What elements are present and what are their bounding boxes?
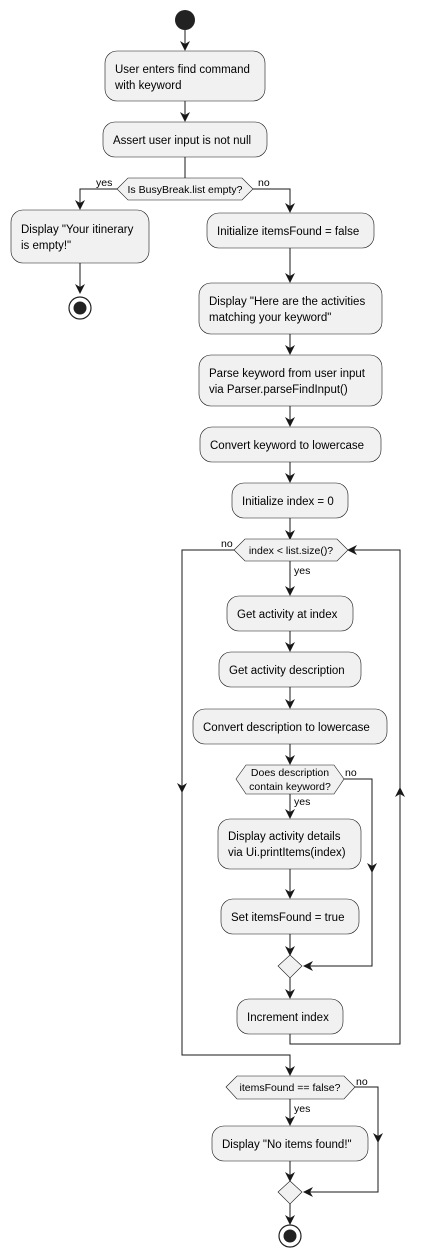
edge — [75, 188, 117, 210]
activity-text: Initialize itemsFound = false — [217, 226, 359, 238]
edge-label-no: no — [345, 767, 357, 779]
merge-node — [277, 954, 303, 979]
activity-text: Convert description to lowercase — [203, 722, 370, 734]
edge — [253, 188, 295, 213]
activity-text: Parse keyword from user input — [209, 368, 366, 380]
activity-text: Convert keyword to lowercase — [210, 440, 364, 452]
activity-get-description: Get activity description — [218, 651, 362, 688]
activity-text: via Ui.printItems(index) — [228, 847, 346, 859]
activity-text: User enters find command — [115, 64, 250, 76]
edge — [289, 545, 401, 1045]
activity-text: Display "Here are the activities — [209, 296, 365, 308]
activity-no-items-found: Display "No items found!" — [211, 1125, 369, 1162]
activity-text: Initialize index = 0 — [242, 496, 334, 508]
activity-text: Get activity at index — [237, 609, 338, 621]
activity-text: with keyword — [114, 80, 181, 92]
edge-label-no: no — [221, 538, 233, 550]
activity-text: Assert user input is not null — [113, 135, 251, 147]
decision-text: index < list.size()? — [249, 545, 333, 557]
activity-init-index: Initialize index = 0 — [231, 482, 349, 519]
decision-text: Is BusyBreak.list empty? — [128, 184, 243, 196]
activity-text: Display activity details — [228, 831, 341, 843]
decision-text: contain keyword? — [249, 781, 331, 793]
edge — [181, 549, 295, 1076]
edge-label-yes: yes — [96, 177, 112, 189]
activity-text: is empty!" — [21, 240, 71, 252]
activity-user-enters-find: User enters find command with keyword — [104, 50, 266, 102]
activity-text: Get activity description — [229, 665, 345, 677]
edge-label-yes: yes — [294, 796, 310, 808]
edge — [303, 778, 373, 971]
activity-text: Set itemsFound = true — [231, 912, 344, 924]
activity-assert-input: Assert user input is not null — [102, 121, 268, 158]
activity-init-itemsfound: Initialize itemsFound = false — [206, 212, 375, 249]
edges — [75, 30, 405, 1225]
activity-convert-keyword: Convert keyword to lowercase — [199, 426, 382, 463]
start-node — [175, 10, 195, 30]
decision-itemsfound-false: itemsFound == false? — [225, 1075, 356, 1100]
decision-contains-keyword: Does description contain keyword? — [235, 764, 345, 795]
decision-text: Does description — [251, 767, 329, 779]
merge-node — [277, 1180, 303, 1205]
activity-text: Display "Your itinerary — [21, 224, 134, 236]
decision-list-empty: Is BusyBreak.list empty? — [116, 177, 254, 201]
edge-label-no: no — [258, 177, 270, 189]
activity-display-empty: Display "Your itinerary is empty!" — [10, 209, 150, 264]
activity-text: Increment index — [247, 1012, 329, 1024]
edge-label-yes: yes — [294, 1103, 310, 1115]
activity-display-header: Display "Here are the activities matchin… — [198, 282, 383, 335]
edge-label-no: no — [356, 1076, 368, 1088]
end-node — [68, 296, 92, 320]
edge-label-yes: yes — [294, 565, 310, 577]
activity-parse-keyword: Parse keyword from user input via Parser… — [198, 354, 383, 407]
activity-text: matching your keyword" — [209, 312, 331, 324]
activity-increment-index: Increment index — [236, 998, 344, 1035]
activity-text: via Parser.parseFindInput() — [209, 384, 348, 396]
activity-convert-description: Convert description to lowercase — [192, 708, 388, 745]
activity-display-details: Display activity details via Ui.printIte… — [217, 818, 362, 870]
decision-index-less-than-size: index < list.size()? — [233, 538, 349, 562]
end-node — [278, 1224, 302, 1248]
decision-text: itemsFound == false? — [240, 1082, 341, 1094]
activity-get-activity: Get activity at index — [226, 595, 354, 632]
activity-text: Display "No items found!" — [222, 1139, 352, 1151]
activity-set-itemsfound: Set itemsFound = true — [220, 898, 360, 935]
